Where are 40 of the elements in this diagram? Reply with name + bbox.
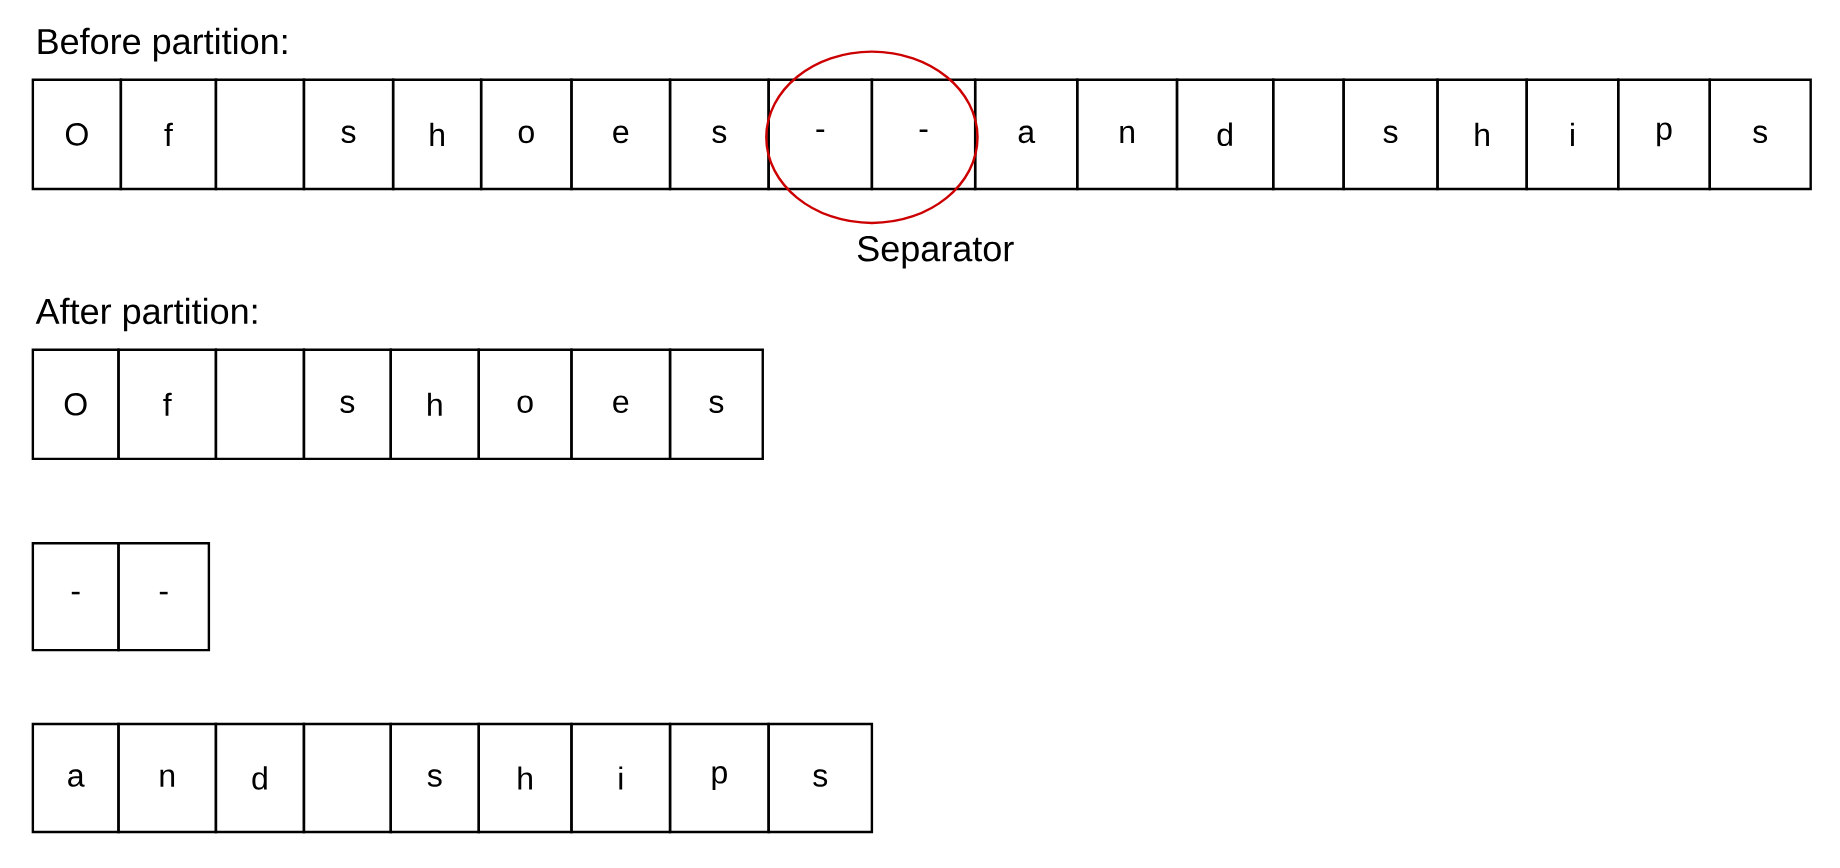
- array-cell: o: [479, 78, 573, 191]
- array-cell: a: [973, 78, 1079, 191]
- array-cell: h: [477, 722, 573, 834]
- array-cell: O: [31, 348, 120, 461]
- array-cell: s: [668, 348, 764, 461]
- section-heading: After partition:: [35, 297, 257, 332]
- highlight-ellipse: [765, 50, 979, 225]
- array-cell: f: [117, 348, 218, 461]
- array-cell: o: [477, 348, 573, 461]
- array-cell: s: [767, 722, 874, 834]
- empty-cell: [214, 78, 306, 191]
- array-cell: a: [31, 722, 120, 834]
- array-cell: p: [1617, 78, 1711, 191]
- array-cell: s: [302, 348, 392, 461]
- array-cell: h: [391, 78, 483, 191]
- array-cell: e: [570, 78, 672, 191]
- empty-cell: [1272, 78, 1345, 191]
- array-cell: h: [1436, 78, 1528, 191]
- array-cell: h: [389, 348, 480, 461]
- array-cell: d: [214, 722, 306, 834]
- array-cell: e: [570, 348, 672, 461]
- array-cell: s: [389, 722, 480, 834]
- array-cell: s: [668, 78, 770, 191]
- array-cell: s: [302, 78, 395, 191]
- array-cell: p: [668, 722, 770, 834]
- array-cell: s: [1342, 78, 1439, 191]
- empty-cell: [302, 722, 392, 834]
- array-cell: -: [117, 542, 211, 652]
- array-cell: d: [1175, 78, 1275, 191]
- array-cell: O: [31, 78, 123, 191]
- array-cell: n: [1076, 78, 1179, 191]
- array-cell: f: [119, 78, 218, 191]
- empty-cell: [214, 348, 306, 461]
- array-cell: i: [570, 722, 672, 834]
- ellipse-caption: Separator: [857, 236, 1014, 269]
- array-cell: i: [1525, 78, 1620, 191]
- array-cell: -: [31, 542, 120, 652]
- array-cell: s: [1708, 78, 1812, 191]
- section-heading: Before partition:: [38, 27, 287, 62]
- array-cell: n: [117, 722, 218, 834]
